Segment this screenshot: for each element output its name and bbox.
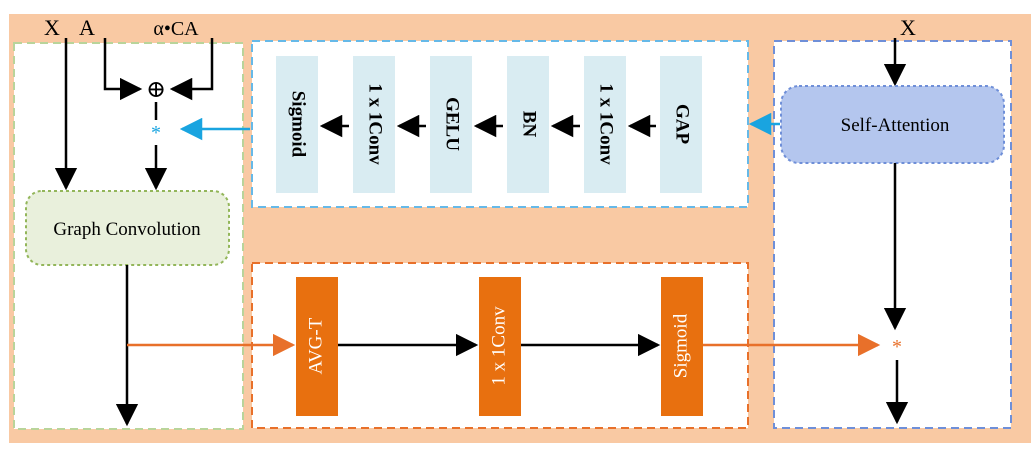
input-x-left: X [44, 15, 60, 40]
multiply-symbol-channel: * [151, 122, 161, 144]
sigmoid-block-channel [276, 56, 318, 193]
sigmoid-label-temporal: Sigmoid [670, 313, 691, 378]
avgt-label: AVG-T [305, 317, 326, 374]
input-a: A [79, 15, 95, 40]
gap-block [660, 56, 702, 193]
conv-temporal-block [479, 277, 521, 416]
conv2-block [353, 56, 395, 193]
conv-temporal-label: 1 x 1Conv [488, 306, 509, 386]
avgt-block [296, 277, 338, 416]
sigmoid-block-temporal [661, 277, 703, 416]
multiply-symbol-temporal: * [892, 336, 902, 358]
conv1-label: 1 x 1Conv [596, 83, 617, 165]
bn-label: BN [519, 111, 540, 138]
gelu-label: GELU [442, 97, 463, 151]
temporal-branch: AVG-T 1 x 1Conv Sigmoid [296, 277, 703, 416]
plus-symbol: ⊕ [146, 77, 166, 103]
conv1-block [584, 56, 626, 193]
gelu-block [430, 56, 472, 193]
input-alpha-ca: α•CA [153, 18, 199, 40]
arrow-alphaca-to-plus [169, 38, 214, 101]
bn-block [507, 56, 549, 193]
gap-label: GAP [672, 104, 693, 145]
self-attention-label: Self-Attention [841, 115, 950, 136]
arrow-a-to-plus [103, 38, 143, 101]
channel-branch: GAP 1 x 1Conv BN GELU 1 x 1Conv Sigmoid [276, 56, 702, 193]
self-attention-block [780, 85, 1005, 164]
graph-convolution-label: Graph Convolution [53, 219, 201, 240]
conv2-label: 1 x 1Conv [365, 83, 386, 165]
sigmoid-label-channel: Sigmoid [288, 91, 309, 158]
input-x-right: X [900, 15, 916, 40]
